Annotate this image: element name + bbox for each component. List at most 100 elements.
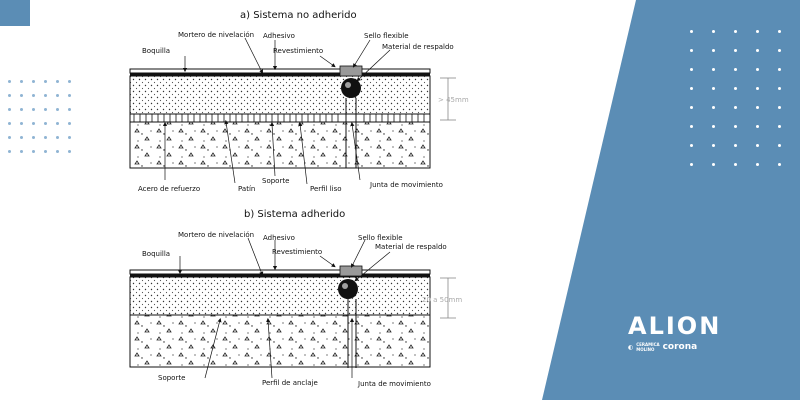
brand-sub-line2: MOLINO xyxy=(636,347,655,352)
label-sello-b: Sello flexible xyxy=(358,234,403,242)
decor-dot xyxy=(734,144,737,147)
decor-dot xyxy=(56,80,59,83)
decor-dot xyxy=(690,144,693,147)
decor-dot xyxy=(690,68,693,71)
decor-dot xyxy=(20,94,23,97)
decor-dot xyxy=(712,106,715,109)
decor-dot xyxy=(56,136,59,139)
decor-dot xyxy=(712,30,715,33)
diagram-a-title: a) Sistema no adherido xyxy=(240,10,357,21)
decor-dot xyxy=(56,108,59,111)
brand-sub-name: corona xyxy=(662,342,698,352)
decor-dot xyxy=(68,94,71,97)
decor-dot xyxy=(8,150,11,153)
decor-dot xyxy=(778,163,781,166)
label-patin-a: Patín xyxy=(238,185,255,193)
decor-dot xyxy=(690,30,693,33)
decor-dot xyxy=(8,108,11,111)
decor-dot xyxy=(44,122,47,125)
decor-dot xyxy=(32,136,35,139)
decor-dot xyxy=(44,136,47,139)
label-thickness-b: 20 a 50mm xyxy=(422,296,462,304)
decor-dot xyxy=(690,125,693,128)
decor-dot xyxy=(68,150,71,153)
label-soporte-b: Soporte xyxy=(158,374,185,382)
decor-dot xyxy=(32,122,35,125)
label-acero-a: Acero de refuerzo xyxy=(138,185,200,193)
decor-dot xyxy=(778,106,781,109)
decor-dot xyxy=(756,163,759,166)
label-mortero-b: Mortero de nivelación xyxy=(178,231,254,239)
decor-dot xyxy=(20,136,23,139)
decor-dot xyxy=(712,49,715,52)
decor-dot xyxy=(44,108,47,111)
decor-dot xyxy=(68,136,71,139)
decor-dot xyxy=(32,80,35,83)
brand-subline: ◐ CERAMICA MOLINO corona xyxy=(628,342,718,352)
label-junta-a: Junta de movimiento xyxy=(369,181,443,189)
decor-dot xyxy=(44,150,47,153)
label-boquilla-b: Boquilla xyxy=(142,250,170,258)
decor-dot xyxy=(734,87,737,90)
label-soporte-a: Soporte xyxy=(262,177,289,185)
decor-dot xyxy=(68,122,71,125)
label-perfil-b: Perfil de anclaje xyxy=(262,379,318,387)
decor-dot xyxy=(690,106,693,109)
decor-dot xyxy=(20,108,23,111)
label-mortero-a: Mortero de nivelación xyxy=(178,31,254,39)
corner-accent-block xyxy=(0,0,30,26)
dot-pattern-right xyxy=(690,30,800,182)
decor-dot xyxy=(32,150,35,153)
decor-dot xyxy=(778,144,781,147)
dot-pattern-left xyxy=(8,80,80,164)
brand-sub-line1: CERAMICA xyxy=(636,342,660,347)
alion-logo: ALION xyxy=(628,312,722,340)
label-revestimiento-b: Revestimiento xyxy=(272,248,322,256)
label-revestimiento-a: Revestimiento xyxy=(273,47,323,55)
decor-dot xyxy=(690,87,693,90)
decor-dot xyxy=(734,68,737,71)
label-adhesivo-a: Adhesivo xyxy=(263,32,295,40)
decor-dot xyxy=(712,87,715,90)
decor-dot xyxy=(690,49,693,52)
decor-dot xyxy=(56,150,59,153)
decor-dot xyxy=(56,94,59,97)
label-sello-a: Sello flexible xyxy=(364,32,409,40)
decor-dot xyxy=(32,108,35,111)
decor-dot xyxy=(56,122,59,125)
decor-dot xyxy=(734,30,737,33)
decor-dot xyxy=(778,125,781,128)
decor-dot xyxy=(756,125,759,128)
decor-dot xyxy=(734,125,737,128)
decor-dot xyxy=(68,108,71,111)
decor-dot xyxy=(20,150,23,153)
decor-dot xyxy=(734,163,737,166)
decor-dot xyxy=(690,163,693,166)
decor-dot xyxy=(778,30,781,33)
decor-dot xyxy=(756,30,759,33)
decor-dot xyxy=(712,68,715,71)
decor-dot xyxy=(778,49,781,52)
label-perfil-a: Perfil liso xyxy=(310,185,342,193)
decor-dot xyxy=(8,122,11,125)
decor-dot xyxy=(778,87,781,90)
decor-dot xyxy=(778,68,781,71)
decor-dot xyxy=(20,80,23,83)
decor-dot xyxy=(756,106,759,109)
decor-dot xyxy=(734,49,737,52)
corona-mark-icon: ◐ xyxy=(628,343,634,351)
decor-dot xyxy=(8,80,11,83)
brand-block: ALION ◐ CERAMICA MOLINO corona xyxy=(628,312,722,352)
label-material-a: Material de respaldo xyxy=(382,43,454,51)
decor-dot xyxy=(712,125,715,128)
decor-dot xyxy=(734,106,737,109)
decor-dot xyxy=(756,68,759,71)
decor-dot xyxy=(756,87,759,90)
decor-dot xyxy=(44,80,47,83)
decor-dot xyxy=(712,163,715,166)
decor-dot xyxy=(20,122,23,125)
label-boquilla-a: Boquilla xyxy=(142,47,170,55)
label-junta-b: Junta de movimiento xyxy=(357,380,431,388)
